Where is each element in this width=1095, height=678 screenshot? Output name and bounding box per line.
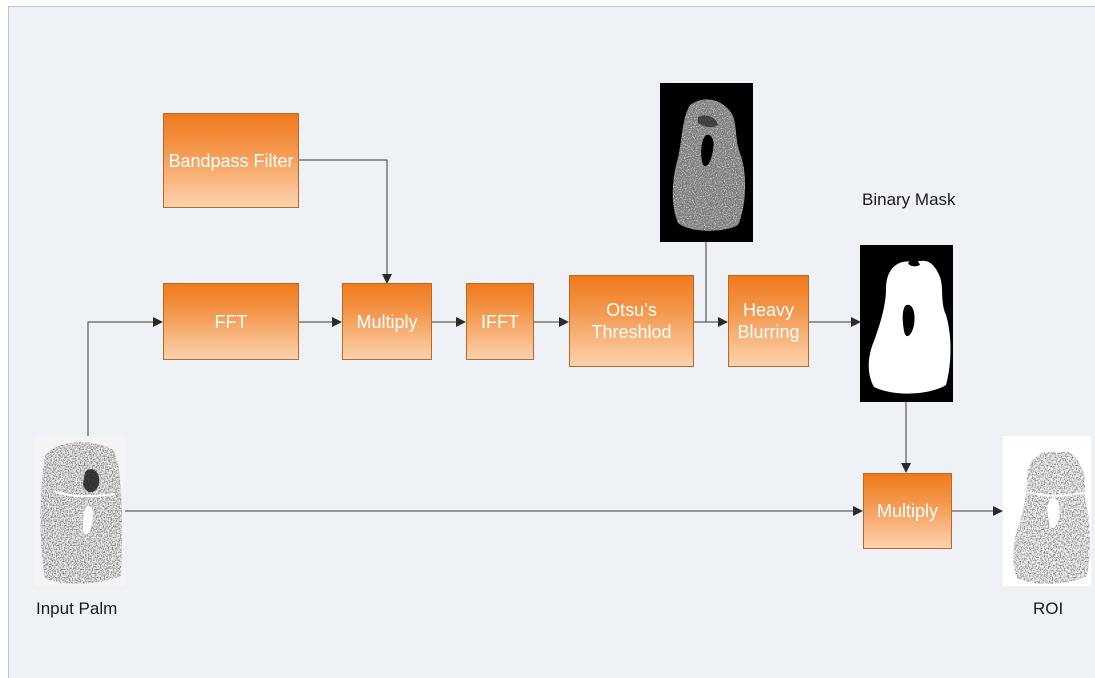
binary-mask-thumbnail [860, 245, 953, 402]
heavy-blurring-block: Heavy Blurring [728, 275, 809, 367]
binary-mask-label: Binary Mask [862, 190, 956, 209]
roi-label: ROI [1033, 599, 1064, 618]
bandpass-filter-block: Bandpass Filter [163, 113, 299, 208]
arrow-bandpass-to-multiply [299, 159, 392, 284]
input-palm-label: Input Palm [36, 599, 118, 618]
roi-thumbnail [1003, 436, 1091, 586]
ifft-block: IFFT [466, 283, 534, 360]
multiply-final-block: Multiply [863, 473, 952, 549]
otsu-output-thumbnail [660, 83, 753, 242]
otsu-threshold-block: Otsu’s Threshlod [569, 275, 694, 367]
input-palm-thumbnail [35, 436, 125, 586]
arrow-input-to-fft [87, 317, 163, 438]
multiply-block: Multiply [342, 283, 432, 360]
fft-block: FFT [163, 283, 299, 360]
